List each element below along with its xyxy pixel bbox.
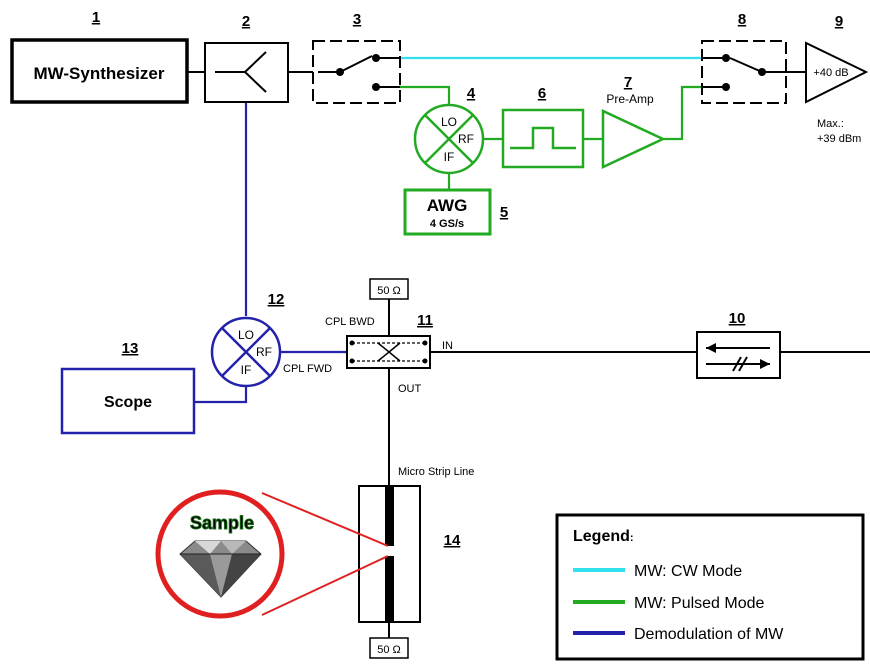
block-number-13: 13 <box>122 340 139 357</box>
block-number-10: 10 <box>729 310 746 327</box>
stripline-label: Micro Strip Line <box>398 466 474 478</box>
block-number-12: 12 <box>268 291 285 308</box>
block-number-4: 4 <box>467 85 476 102</box>
block-number-14: 14 <box>444 532 461 549</box>
coupler-out-label: OUT <box>398 383 422 395</box>
coupler-in-label: IN <box>442 340 453 352</box>
legend-item-pulsed: MW: Pulsed Mode <box>634 595 765 612</box>
mixer-2-rf-label: RF <box>256 345 272 359</box>
block-number-7: 7 <box>624 74 632 91</box>
power-amp-max-label: Max.: <box>817 118 844 130</box>
block-number-2: 2 <box>242 13 250 30</box>
mw-synthesizer-label: MW-Synthesizer <box>34 64 165 83</box>
sample-label: Sample <box>190 513 254 533</box>
termination-top-label: 50 Ω <box>377 285 401 297</box>
block-number-9: 9 <box>835 13 843 30</box>
awg-sample-rate: 4 GS/s <box>430 218 464 230</box>
power-amp-gain: +40 dB <box>813 67 848 79</box>
stripline-conductor-bottom <box>385 556 394 622</box>
scope-label: Scope <box>104 394 152 411</box>
legend-title: Legend: <box>573 528 634 545</box>
coupler-fwd-label: CPL FWD <box>283 363 332 375</box>
isolator-box <box>697 332 780 378</box>
block-number-3: 3 <box>353 11 361 28</box>
block-number-1: 1 <box>92 9 100 26</box>
pulsed-line-switch-mixer <box>400 87 449 105</box>
bandpass-filter-box <box>503 110 583 167</box>
block-number-6: 6 <box>538 85 546 102</box>
mixer-1-if-label: IF <box>444 150 455 164</box>
block-number-5: 5 <box>500 204 508 221</box>
block-number-11: 11 <box>417 312 433 329</box>
stripline-gap <box>381 546 398 556</box>
pulsed-line-preamp-switch <box>664 87 702 139</box>
mixer-2-lo-label: LO <box>238 328 254 342</box>
awg-label: AWG <box>427 196 468 215</box>
demod-line-mixer-scope <box>194 386 246 402</box>
mixer-1-rf-label: RF <box>458 132 474 146</box>
mixer-2-if-label: IF <box>241 363 252 377</box>
legend-item-demod: Demodulation of MW <box>634 626 784 643</box>
termination-bottom-label: 50 Ω <box>377 644 401 656</box>
stripline-conductor-top <box>385 486 394 546</box>
preamp-triangle-icon <box>603 111 663 167</box>
coupler-bwd-label: CPL BWD <box>325 316 375 328</box>
block-number-8: 8 <box>738 11 746 28</box>
preamp-label: Pre-Amp <box>606 92 654 106</box>
power-amp-max-value: +39 dBm <box>817 133 861 145</box>
legend-item-cw: MW: CW Mode <box>634 563 742 580</box>
mixer-1-lo-label: LO <box>441 115 457 129</box>
